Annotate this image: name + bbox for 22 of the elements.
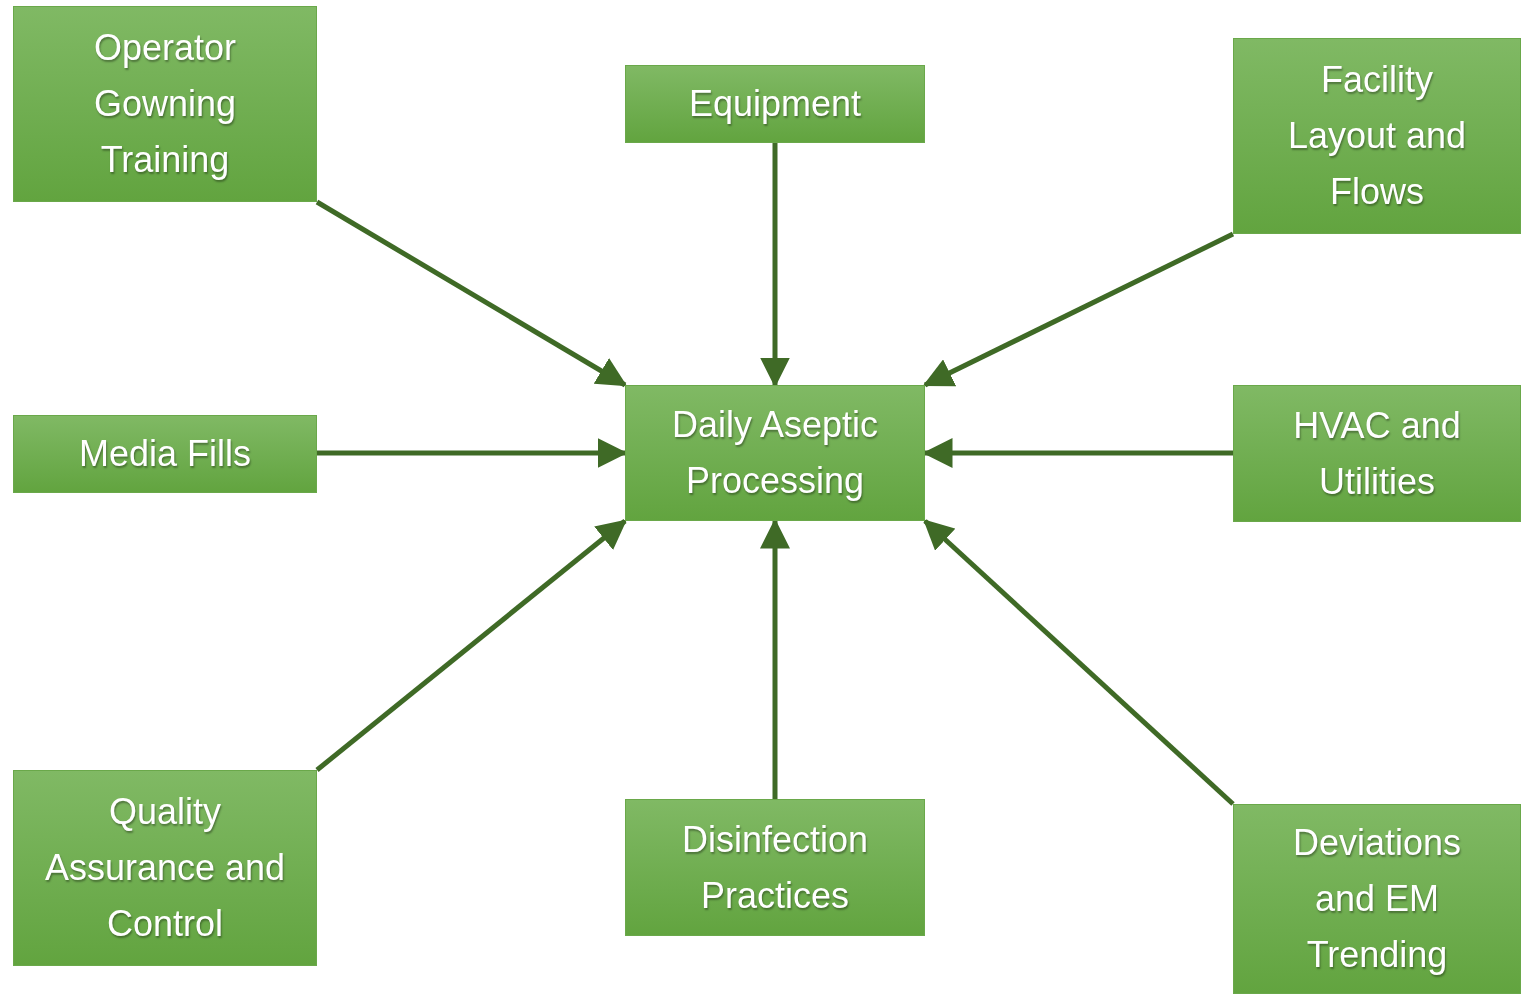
process-box — [625, 385, 925, 521]
arrow — [922, 231, 1235, 388]
box-label: HVAC and Utilities — [1292, 403, 1462, 504]
box-label: Daily Aseptic Processing — [670, 403, 880, 503]
process-box — [625, 799, 925, 936]
box-label: Facility Layout and Flows — [1286, 58, 1468, 214]
process-box — [1233, 804, 1521, 994]
arrow — [923, 519, 1235, 806]
box-label: Quality Assurance and Control — [43, 790, 287, 946]
process-box — [625, 65, 925, 143]
arrow — [315, 199, 628, 388]
process-box — [13, 770, 317, 966]
process-box — [13, 415, 317, 493]
process-box — [1233, 38, 1521, 234]
box-label: Disinfection Practices — [680, 817, 870, 918]
box-label: Equipment — [688, 82, 862, 126]
box-label: Deviations and EM Trending — [1291, 821, 1463, 977]
arrow — [315, 519, 627, 772]
box-label: Operator Gowning Training — [92, 26, 238, 182]
process-box — [1233, 385, 1521, 522]
process-box — [13, 6, 317, 202]
box-label: Media Fills — [78, 432, 251, 476]
